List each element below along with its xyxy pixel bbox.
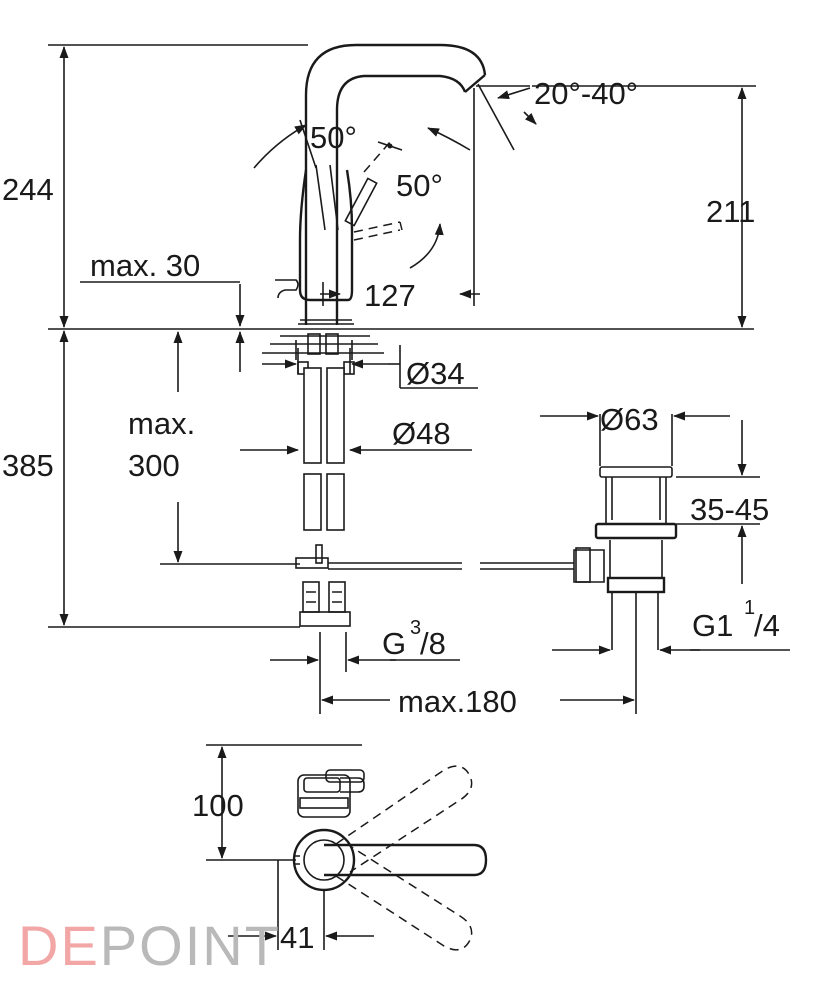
faucet-plan-view (206, 744, 488, 951)
dim-connection-sup: 3 (410, 617, 421, 639)
dim-reach: 127 (364, 278, 416, 313)
dim-connection-sub: /8 (420, 626, 446, 661)
dim-hose-max-value: 300 (128, 448, 180, 483)
dim-waste-thread-sup: 1 (744, 597, 755, 619)
dim-plan-offset: 41 (280, 920, 314, 955)
dim-connection-thread: G 3 /8 (382, 617, 446, 661)
dim-hose-max-label: max. (128, 406, 195, 441)
dim-hole-small: Ø34 (406, 356, 465, 391)
dim-spout-angle: 20°-40° (534, 76, 638, 111)
dim-waste-reach: max.180 (398, 684, 517, 719)
dim-waste-thread-main: G1 (692, 608, 733, 643)
dim-lever-angle-b: 50° (396, 168, 443, 203)
dim-waste-diameter: Ø63 (600, 402, 659, 437)
dim-waste-thread: G1 1 /4 (692, 597, 780, 643)
dim-waste-thread-sub: /4 (754, 608, 780, 643)
dim-plan-depth: 100 (192, 788, 244, 823)
watermark-logo: DEPOINT (18, 918, 281, 974)
dim-waste-range: 35-45 (690, 492, 769, 527)
dim-deck-max: max. 30 (90, 248, 200, 283)
watermark-part-2: POINT (99, 914, 281, 977)
popup-waste (573, 466, 678, 650)
dim-connection-main: G (382, 626, 406, 661)
dim-height-total: 244 (2, 172, 54, 207)
dim-hole-large: Ø48 (392, 416, 451, 451)
dim-below-deck: 385 (2, 448, 54, 483)
watermark-part-1: DE (18, 914, 100, 977)
dim-spout-height: 211 (706, 194, 755, 229)
dim-lever-angle-a: 50° (310, 120, 357, 155)
